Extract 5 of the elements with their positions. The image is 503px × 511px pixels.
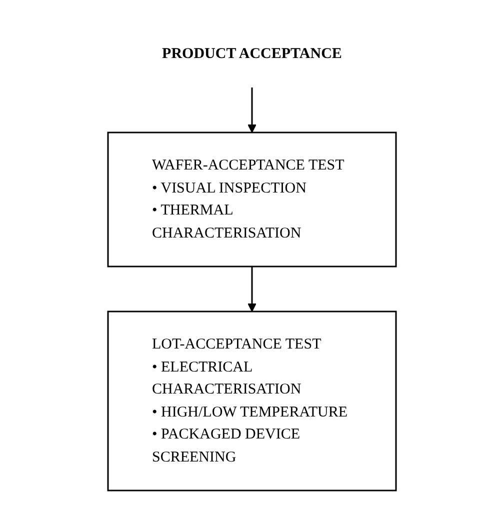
node-box: LOT-ACCEPTANCE TEST • ELECTRICAL CHARACTERISATION • HIGH/LOW TEMPERATURE • PACKAGED DEVICE SCREENING <box>106 310 396 491</box>
arrow <box>247 266 256 312</box>
node-box: WAFER-ACCEPTANCE TEST • VISUAL INSPECTION • THERMAL CHARACTERISATION <box>106 132 396 267</box>
arrow <box>247 87 256 133</box>
node-text: PRODUCT ACCEPTANCE <box>162 46 342 62</box>
